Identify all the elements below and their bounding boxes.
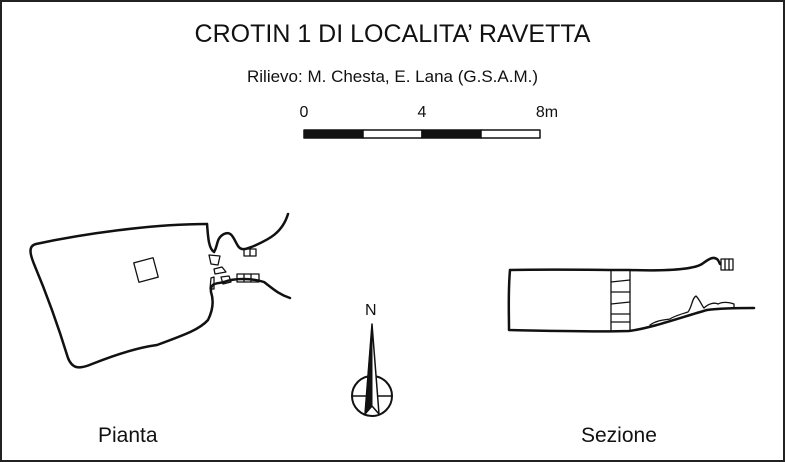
scale-tick-8: 8m — [535, 104, 559, 121]
plan-map — [29, 212, 292, 369]
plan-label: Pianta — [98, 424, 158, 447]
section-map — [507, 256, 756, 333]
north-arrow-icon — [351, 323, 393, 417]
survey-credit: Rilievo: M. Chesta, E. Lana (G.S.A.M.) — [247, 67, 538, 86]
section-label: Sezione — [581, 424, 657, 447]
diagram-title: CROTIN 1 DI LOCALITA’ RAVETTA — [194, 20, 591, 48]
scale-tick-0: 0 — [299, 104, 309, 121]
north-label: N — [365, 302, 377, 319]
scale-bar — [303, 129, 541, 139]
plan-stairs — [236, 248, 260, 283]
plan-rocks — [208, 254, 232, 290]
scale-tick-4: 4 — [417, 104, 427, 121]
